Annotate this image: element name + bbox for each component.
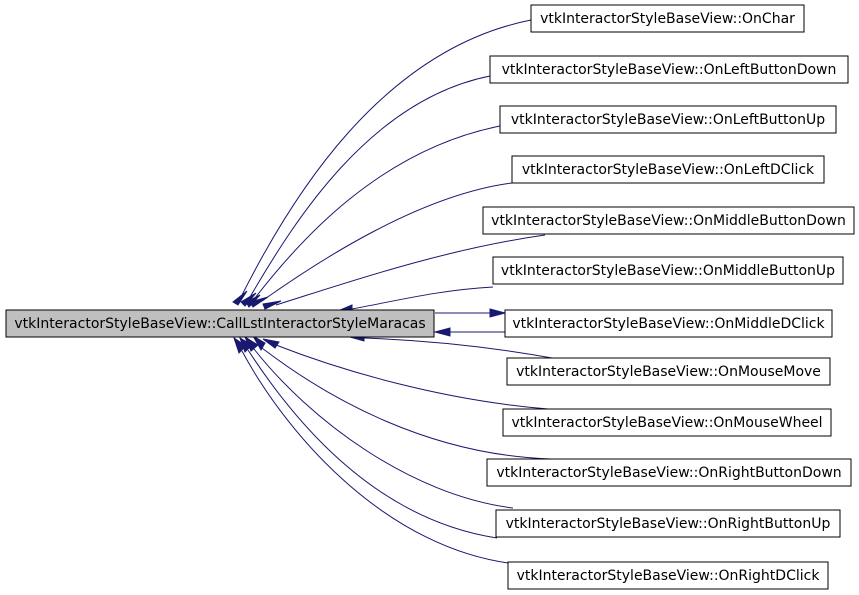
focus-node-box (5, 309, 435, 338)
focus-node-label: vtkInteractorStyleBaseView::CallLstInter… (14, 316, 425, 332)
arrow-head (262, 300, 282, 310)
caller-node-onrightbuttonup[interactable]: vtkInteractorStyleBaseView::OnRightButto… (495, 509, 841, 538)
call-edge (261, 347, 552, 460)
caller-node-label: vtkInteractorStyleBaseView::OnMiddleButt… (491, 213, 846, 229)
call-edge (241, 19, 532, 296)
caller-node-onmiddledclick[interactable]: vtkInteractorStyleBaseView::OnMiddleDCli… (504, 309, 833, 338)
caller-node-onchar[interactable]: vtkInteractorStyleBaseView::OnChar (530, 4, 805, 33)
caller-node-label: vtkInteractorStyleBaseView::OnRightDClic… (517, 568, 821, 584)
caller-node-onmiddlebuttonup[interactable]: vtkInteractorStyleBaseView::OnMiddleButt… (492, 256, 844, 285)
caller-node-label: vtkInteractorStyleBaseView::OnMouseWheel (511, 415, 822, 431)
caller-node-box (530, 4, 805, 33)
graph-nodes: vtkInteractorStyleBaseView::CallLstInter… (5, 4, 855, 590)
arrow-head (489, 308, 507, 318)
call-edge (275, 344, 549, 410)
caller-node-label: vtkInteractorStyleBaseView::OnLeftButton… (511, 112, 825, 128)
arrow-head (233, 336, 247, 354)
call-edge (247, 349, 498, 539)
caller-node-onmousewheel[interactable]: vtkInteractorStyleBaseView::OnMouseWheel (502, 408, 832, 437)
caller-node-label: vtkInteractorStyleBaseView::OnRightButto… (496, 465, 841, 481)
caller-node-box (492, 256, 844, 285)
caller-node-onmiddlebuttondown[interactable]: vtkInteractorStyleBaseView::OnMiddleButt… (482, 206, 855, 235)
caller-node-label: vtkInteractorStyleBaseView::OnRightButto… (506, 516, 831, 532)
arrow-head (249, 296, 269, 308)
call-edges (232, 19, 553, 565)
caller-node-onleftbuttondown[interactable]: vtkInteractorStyleBaseView::OnLeftButton… (489, 55, 849, 84)
call-edge (275, 234, 546, 306)
caller-node-label: vtkInteractorStyleBaseView::OnMiddleDCli… (512, 316, 825, 332)
call-edge (241, 350, 517, 565)
caller-node-label: vtkInteractorStyleBaseView::OnLeftButton… (502, 62, 837, 78)
caller-node-box (506, 357, 831, 386)
caller-node-box (495, 509, 841, 538)
call-edge (363, 337, 553, 359)
caller-node-box (511, 155, 825, 184)
caller-node-onrightdclick[interactable]: vtkInteractorStyleBaseView::OnRightDClic… (507, 561, 829, 590)
call-edge (253, 348, 514, 509)
arrow-head (251, 334, 266, 352)
caller-node-onleftbuttonup[interactable]: vtkInteractorStyleBaseView::OnLeftButton… (499, 105, 837, 134)
arrow-head (433, 327, 451, 337)
call-edge (249, 75, 491, 298)
caller-node-label: vtkInteractorStyleBaseView::OnMouseMove (516, 364, 821, 380)
caller-node-label: vtkInteractorStyleBaseView::OnLeftDClick (522, 162, 815, 178)
caller-node-onleftdclick[interactable]: vtkInteractorStyleBaseView::OnLeftDClick (511, 155, 825, 184)
focus-node[interactable]: vtkInteractorStyleBaseView::CallLstInter… (5, 309, 435, 338)
arrow-head (262, 338, 280, 349)
caller-node-onrightbuttondown[interactable]: vtkInteractorStyleBaseView::OnRightButto… (486, 458, 852, 487)
call-edge (261, 182, 513, 302)
caller-node-box (507, 561, 829, 590)
call-edge (351, 286, 494, 310)
caller-node-label: vtkInteractorStyleBaseView::OnMiddleButt… (501, 263, 835, 279)
caller-node-label: vtkInteractorStyleBaseView::OnChar (540, 11, 795, 27)
caller-node-box (499, 105, 837, 134)
caller-node-box (502, 408, 832, 437)
caller-node-box (486, 458, 852, 487)
caller-node-onmousemove[interactable]: vtkInteractorStyleBaseView::OnMouseMove (506, 357, 831, 386)
arrow-head (232, 290, 248, 306)
caller-node-box (489, 55, 849, 84)
call-edge (254, 125, 501, 299)
caller-node-box (482, 206, 855, 235)
caller-node-box (504, 309, 833, 338)
